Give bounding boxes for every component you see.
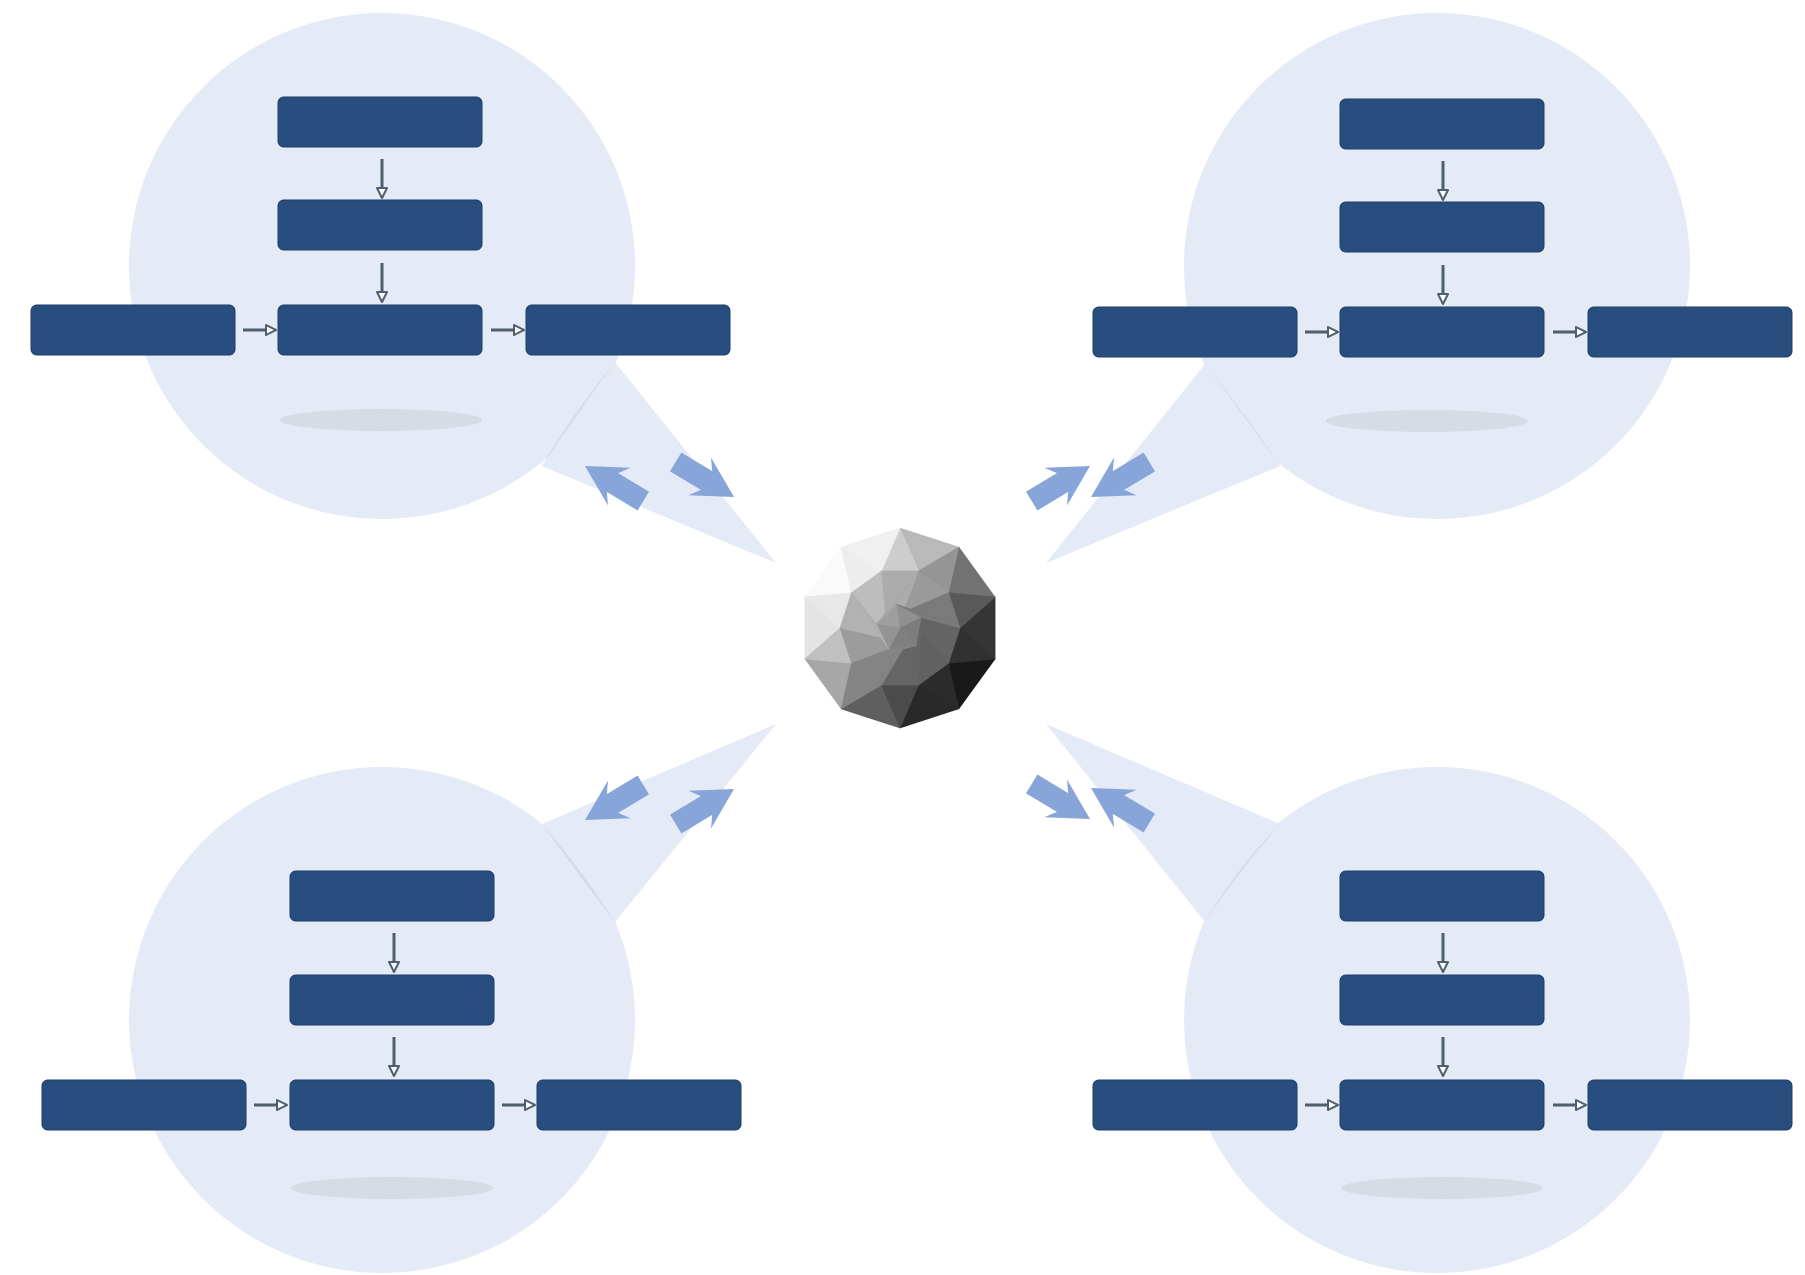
flow-box-middle bbox=[1339, 201, 1545, 253]
flow-box-middle bbox=[1339, 974, 1545, 1026]
flow-box-right bbox=[1587, 306, 1793, 358]
cluster-shadow bbox=[291, 1177, 493, 1199]
flow-box-middle bbox=[289, 974, 495, 1026]
connector-wedge-bottom-right bbox=[1046, 724, 1280, 922]
flow-box-top bbox=[1339, 870, 1545, 922]
sphere-facet bbox=[916, 617, 922, 686]
connector-wedges bbox=[542, 362, 1280, 922]
flow-box-top bbox=[1339, 98, 1545, 150]
double-arrow-top-left-in-icon bbox=[585, 466, 649, 511]
flow-box-left bbox=[41, 1079, 247, 1131]
sphere-facet bbox=[851, 592, 889, 650]
cluster-shadow bbox=[1341, 1177, 1543, 1199]
connector-wedge-bottom-left bbox=[542, 724, 776, 922]
double-arrow-top-left-out-icon bbox=[670, 452, 734, 497]
flow-box-center bbox=[1339, 1079, 1545, 1131]
faceted-sphere-icon bbox=[804, 527, 996, 729]
cluster-top-left bbox=[30, 13, 731, 519]
flow-box-right bbox=[536, 1079, 742, 1131]
flow-box-left bbox=[1092, 306, 1298, 358]
flow-box-left bbox=[30, 304, 236, 356]
flow-box-top bbox=[289, 870, 495, 922]
flow-box-center bbox=[289, 1079, 495, 1131]
flow-box-center bbox=[1339, 306, 1545, 358]
double-arrow-bottom-right-out-icon bbox=[1026, 774, 1090, 819]
cluster-circle bbox=[1184, 13, 1690, 519]
sphere-facet bbox=[876, 570, 919, 625]
flow-box-left bbox=[1092, 1079, 1298, 1131]
double-arrow-bottom-right-in-icon bbox=[1091, 788, 1155, 833]
flow-box-right bbox=[525, 304, 731, 356]
double-arrow-bottom-left-out-icon bbox=[670, 789, 734, 834]
flow-box-center bbox=[277, 304, 483, 356]
cluster-shadow bbox=[1326, 410, 1528, 432]
flow-box-middle bbox=[277, 199, 483, 251]
flow-box-right bbox=[1587, 1079, 1793, 1131]
double-arrow-top-right-in-icon bbox=[1091, 452, 1155, 497]
sphere-facet bbox=[851, 645, 917, 664]
double-arrow-bottom-left-in-icon bbox=[585, 775, 649, 820]
double-arrows bbox=[585, 452, 1155, 834]
cluster-bottom-right bbox=[1092, 767, 1793, 1273]
connector-wedge-top-right bbox=[1046, 364, 1280, 563]
connector-wedge-top-left bbox=[542, 362, 776, 563]
cluster-top-right bbox=[1092, 13, 1793, 519]
sphere-facet bbox=[896, 603, 961, 629]
flow-box-top bbox=[277, 96, 483, 148]
connector-cap bbox=[542, 824, 615, 922]
cluster-bottom-left bbox=[41, 767, 742, 1273]
double-arrow-top-right-out-icon bbox=[1026, 466, 1090, 511]
cluster-shadow bbox=[280, 409, 482, 431]
